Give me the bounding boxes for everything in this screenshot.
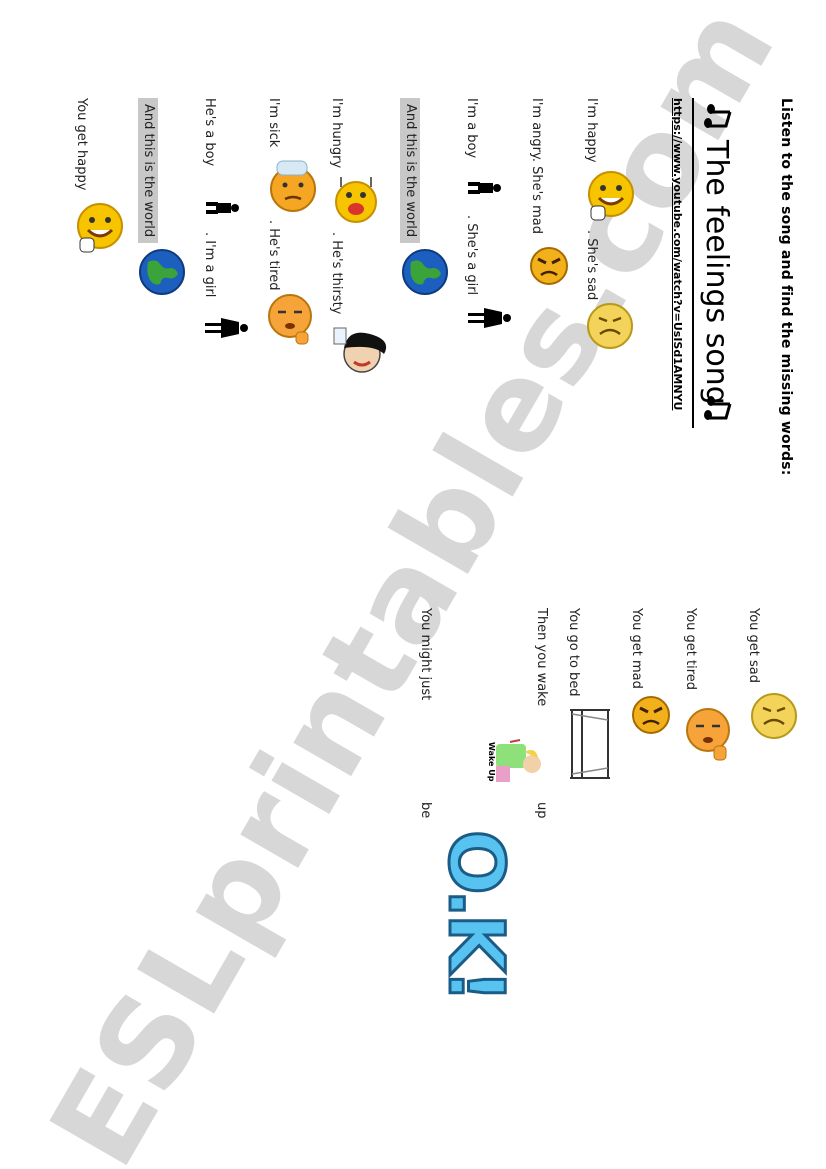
lyric-line: up xyxy=(534,802,549,819)
ok-picture: O.K! xyxy=(418,829,524,1001)
thirsty-boy-icon xyxy=(330,320,392,390)
tired-face-icon xyxy=(684,706,734,770)
lyric-line: You get sad xyxy=(746,608,761,684)
sad-face-icon xyxy=(748,690,800,746)
lyric-line: be xyxy=(418,802,433,819)
highlighted-lyric: And this is the world xyxy=(138,98,158,244)
lyric-line: He's a boy xyxy=(202,98,217,167)
music-note-icon xyxy=(702,392,732,432)
page-title: The feelings song xyxy=(699,140,734,405)
girl-figure-icon xyxy=(466,305,512,335)
lyric-line: I'm hungry xyxy=(329,98,344,169)
lyric-line: I'm sick xyxy=(266,98,281,148)
hungry-face-icon xyxy=(333,175,379,233)
lyric-line: . She's a girl xyxy=(464,215,479,296)
wake-up-caption: Wake Up xyxy=(487,742,496,782)
highlighted-lyric: And this is the world xyxy=(400,98,420,244)
girl-figure-icon xyxy=(203,315,249,345)
lyric-line: You get happy xyxy=(74,98,89,191)
video-link[interactable]: https://www.youtube.com/watch?v=UsISd1AM… xyxy=(671,98,684,411)
happy-face-icon xyxy=(585,168,637,228)
lyric-line: You get tired xyxy=(683,608,698,691)
lyric-line: . He's tired xyxy=(266,220,281,291)
tired-face-icon xyxy=(266,292,316,350)
lyric-line: Then you wake xyxy=(534,608,549,707)
angry-face-icon xyxy=(528,245,570,291)
globe-icon xyxy=(138,248,186,300)
bed-icon xyxy=(566,704,614,788)
boy-figure-icon xyxy=(204,195,240,225)
title-underline xyxy=(692,98,694,428)
sad-face-icon xyxy=(584,300,636,356)
lyric-line: I'm a boy xyxy=(464,98,479,159)
wake-up-picture xyxy=(480,738,544,792)
lyric-line: You might just xyxy=(418,608,433,701)
lyric-line: You go to bed xyxy=(566,608,581,697)
ok-text: O.K! xyxy=(431,829,523,1001)
happy-face-icon xyxy=(74,200,126,260)
music-note-icon xyxy=(702,100,732,140)
instruction-text: Listen to the song and find the missing … xyxy=(778,98,794,476)
sick-face-icon xyxy=(265,155,321,221)
lyric-line: You get mad xyxy=(629,608,644,689)
lyric-line: . She's sad xyxy=(584,230,599,301)
lyric-line: I'm happy xyxy=(584,98,599,163)
lyric-line: . He's thirsty xyxy=(329,232,344,315)
angry-face-icon xyxy=(630,694,672,740)
globe-icon xyxy=(401,248,449,300)
lyric-line: I'm angry. She's mad xyxy=(529,98,544,234)
boy-figure-icon xyxy=(466,175,502,205)
lyric-line: . I'm a girl xyxy=(202,232,217,298)
